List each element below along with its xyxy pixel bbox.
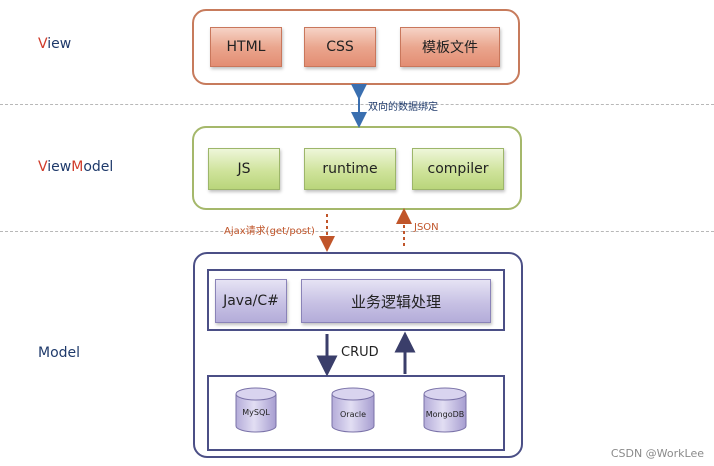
compiler-box: compiler: [412, 148, 504, 190]
business-logic-box: 业务逻辑处理: [301, 279, 491, 323]
viewmodel-label-m: M: [71, 159, 84, 175]
business-logic-frame: Java/C# 业务逻辑处理: [207, 269, 505, 331]
java-csharp-box: Java/C#: [215, 279, 287, 323]
db-label-mysql: MySQL: [242, 408, 270, 417]
model-layer-label: Model: [38, 345, 80, 361]
js-box: JS: [208, 148, 280, 190]
viewmodel-label-odel: odel: [83, 159, 114, 175]
db-cylinder-mysql: [235, 387, 277, 433]
crud-label: CRUD: [341, 345, 379, 360]
watermark: CSDN @WorkLee: [610, 447, 704, 460]
viewmodel-label-iew: iew: [47, 159, 72, 175]
css-box: CSS: [304, 27, 376, 67]
ajax-request-label: Ajax请求(get/post): [224, 226, 315, 237]
view-label-rest: iew: [47, 36, 72, 52]
separator-viewmodel-model: [0, 231, 714, 232]
runtime-box: runtime: [304, 148, 396, 190]
view-layer-label: View: [38, 36, 71, 52]
view-label-initial: V: [38, 36, 48, 52]
model-label-text: Model: [38, 345, 81, 361]
viewmodel-layer-label: ViewModel: [38, 159, 113, 175]
two-way-binding-label: 双向的数据绑定: [368, 102, 438, 113]
db-cylinder-mongodb: [423, 387, 467, 433]
db-cylinder-oracle: [331, 387, 375, 433]
viewmodel-label-v: V: [38, 159, 48, 175]
db-label-oracle: Oracle: [340, 410, 366, 419]
template-file-box: 模板文件: [400, 27, 500, 67]
viewmodel-container: JS runtime compiler: [192, 126, 522, 210]
json-label: JSON: [414, 222, 439, 233]
html-box: HTML: [210, 27, 282, 67]
db-label-mongodb: MongoDB: [426, 410, 465, 419]
